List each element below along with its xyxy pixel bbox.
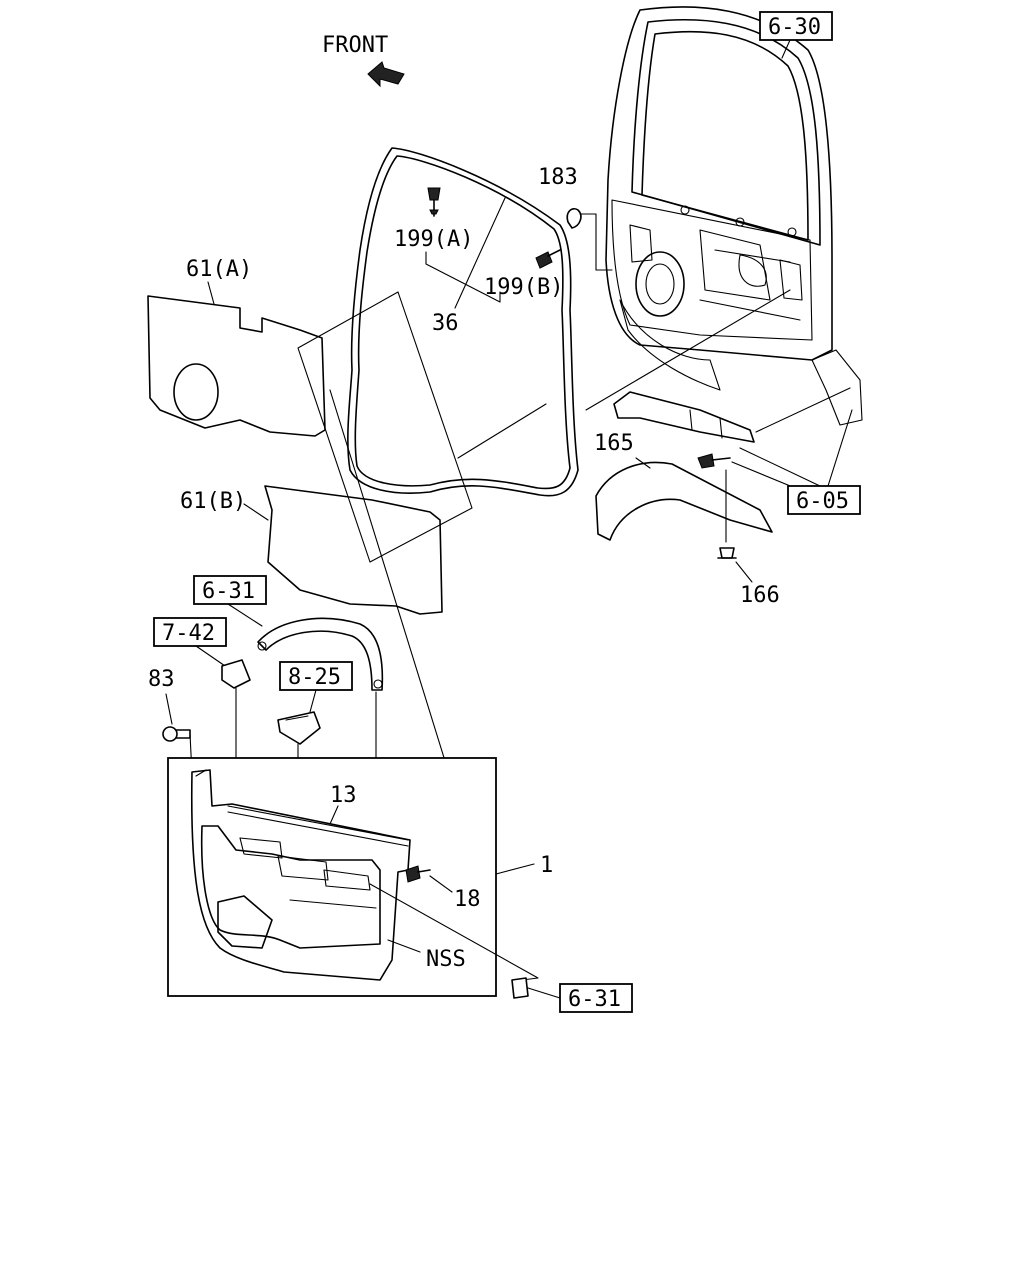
ref-box-6-31-bottom[interactable] — [559, 983, 633, 1013]
screw-18-icon — [405, 865, 431, 883]
switch-7-42 — [221, 659, 251, 689]
front-arrow-icon — [367, 61, 405, 88]
power-window-switch-8-25 — [277, 711, 321, 745]
ref-box-6-31-top[interactable] — [193, 575, 267, 605]
screw-6-05-icon — [697, 453, 715, 469]
label-13: 13 — [330, 783, 357, 808]
ref-6-31-top: 6-31 — [202, 579, 255, 604]
ref-box-8-25[interactable] — [279, 661, 353, 691]
label-199b: 199(B) — [484, 275, 563, 300]
door-inner-panel — [605, 6, 863, 426]
ref-box-6-05[interactable] — [787, 485, 861, 515]
label-61b: 61(B) — [180, 489, 246, 514]
insulator-61a — [147, 295, 326, 437]
ref-box-6-30[interactable] — [759, 11, 833, 41]
bolt-83-icon — [162, 726, 191, 742]
ref-7-42: 7-42 — [162, 621, 215, 646]
label-83: 83 — [148, 667, 175, 692]
door-weatherstrip-36 — [347, 147, 579, 497]
insulator-61b — [264, 485, 443, 615]
clip-199b-icon — [535, 249, 561, 269]
screw-166-icon — [717, 547, 737, 559]
label-18: 18 — [454, 887, 481, 912]
door-trim-panel — [190, 769, 411, 981]
label-165: 165 — [594, 431, 634, 456]
ref-8-25: 8-25 — [288, 665, 341, 690]
ref-box-7-42[interactable] — [153, 617, 227, 647]
clip-6-31-bottom — [511, 977, 529, 999]
ref-6-05: 6-05 — [796, 489, 849, 514]
part-183-plug — [566, 207, 582, 229]
ref-6-31-bottom: 6-31 — [568, 987, 621, 1012]
label-36: 36 — [432, 311, 459, 336]
front-label: FRONT — [322, 33, 388, 58]
armrest-165 — [595, 391, 773, 541]
label-183: 183 — [538, 165, 578, 190]
label-199a: 199(A) — [394, 227, 473, 252]
grab-handle — [257, 617, 384, 691]
label-166: 166 — [740, 583, 780, 608]
ref-6-30: 6-30 — [768, 15, 821, 40]
label-61a: 61(A) — [186, 257, 252, 282]
label-nss: NSS — [426, 947, 466, 972]
clip-199a-icon — [427, 187, 441, 217]
label-1: 1 — [540, 853, 553, 878]
